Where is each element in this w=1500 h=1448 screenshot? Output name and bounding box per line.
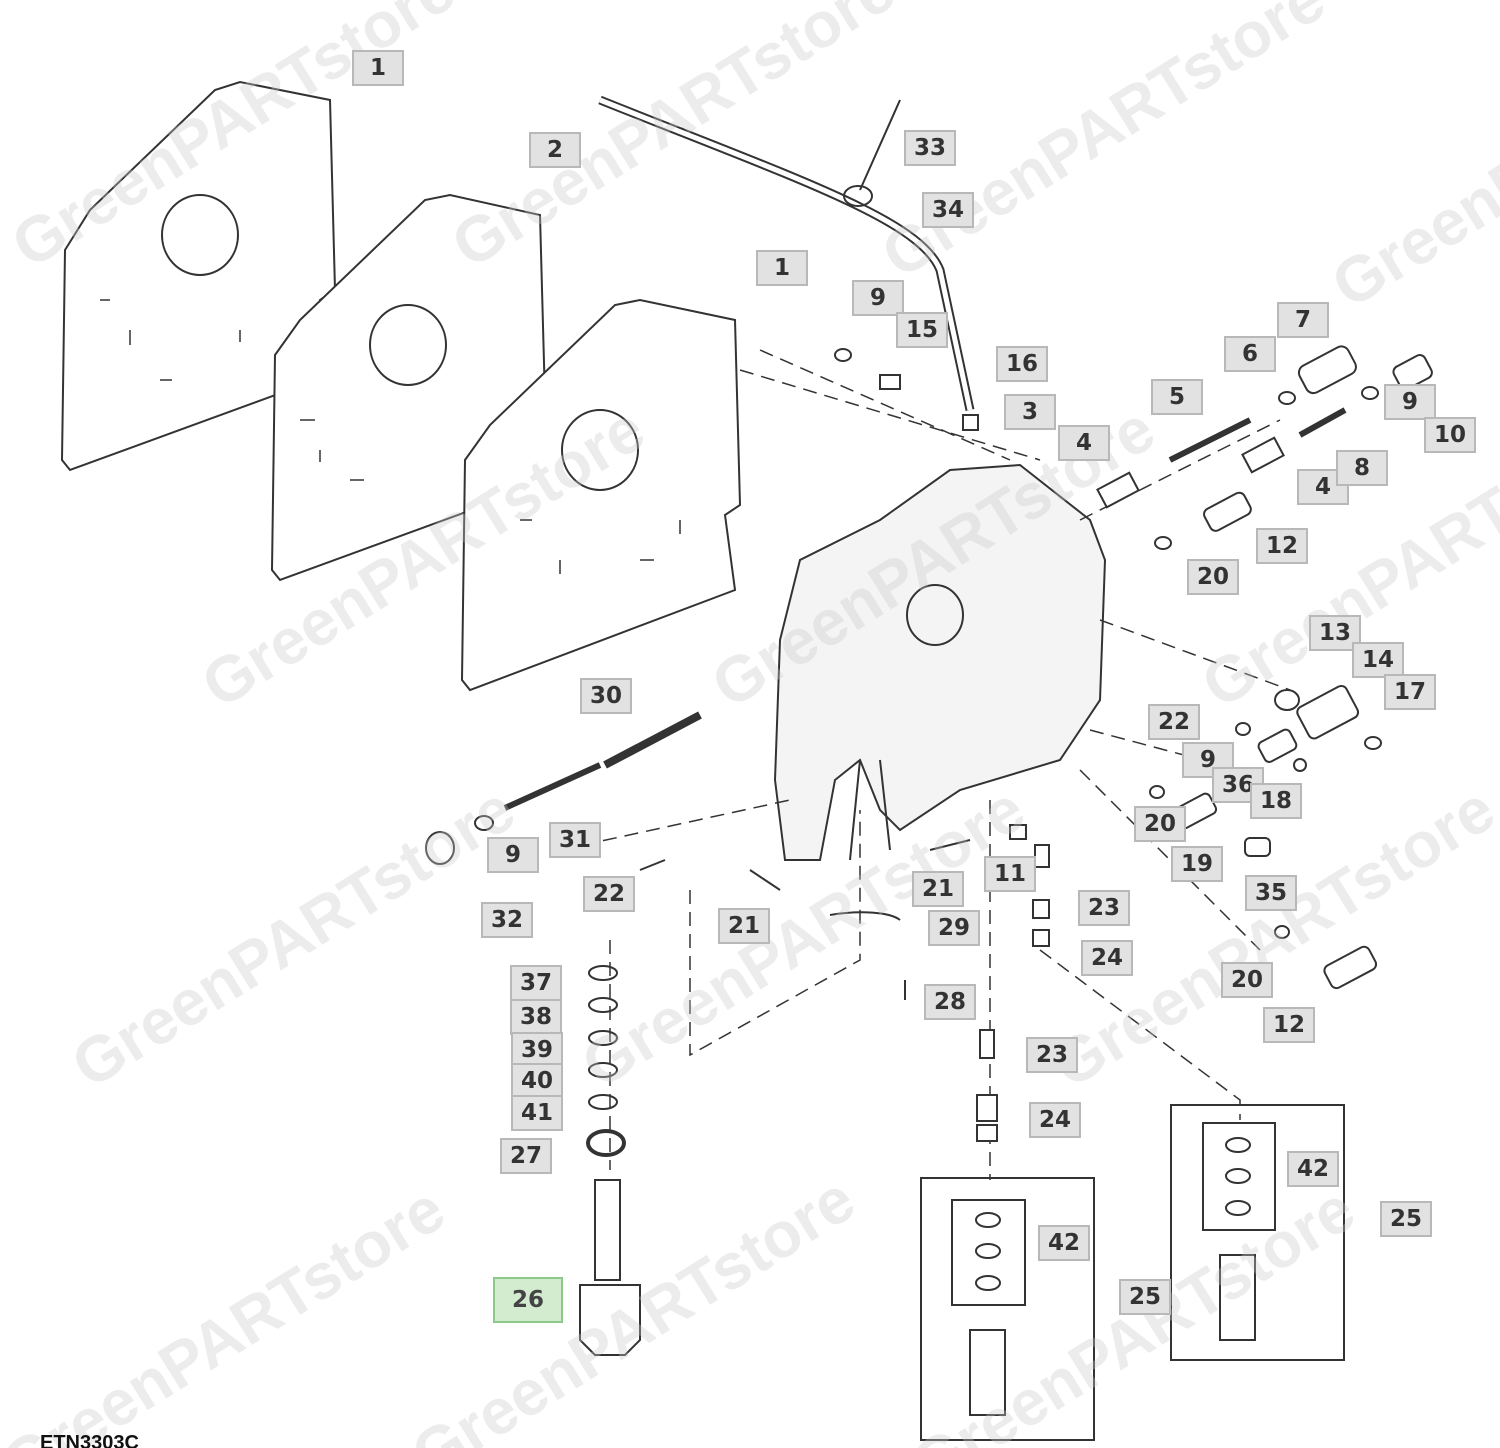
callout-label[interactable]: 37 — [510, 965, 562, 1001]
callout-label[interactable]: 22 — [583, 876, 635, 912]
callout-label[interactable]: 14 — [1352, 642, 1404, 678]
callout-label[interactable]: 28 — [924, 984, 976, 1020]
callout-label[interactable]: 20 — [1187, 559, 1239, 595]
callout-label[interactable]: 24 — [1081, 940, 1133, 976]
callout-label[interactable]: 41 — [511, 1095, 563, 1131]
callout-label[interactable]: 42 — [1038, 1225, 1090, 1261]
callout-label[interactable]: 20 — [1134, 806, 1186, 842]
callout-label[interactable]: 10 — [1424, 417, 1476, 453]
callout-label[interactable]: 42 — [1287, 1151, 1339, 1187]
callout-label[interactable]: 17 — [1384, 674, 1436, 710]
callout-label[interactable]: 30 — [580, 678, 632, 714]
callout-label[interactable]: 1 — [756, 250, 808, 286]
callout-label[interactable]: 33 — [904, 130, 956, 166]
callout-label[interactable]: 38 — [510, 999, 562, 1035]
callout-label[interactable]: 12 — [1256, 528, 1308, 564]
callout-label[interactable]: 8 — [1336, 450, 1388, 486]
callout-label[interactable]: 11 — [984, 856, 1036, 892]
o-rings — [474, 348, 1382, 1157]
spring-8 — [1298, 407, 1347, 438]
solenoid-26 — [579, 1284, 641, 1356]
kit-box-25-right — [1170, 1104, 1345, 1361]
callout-label[interactable]: 9 — [1384, 384, 1436, 420]
callout-label[interactable]: 23 — [1026, 1037, 1078, 1073]
figure-code: ETN3303C — [40, 1432, 139, 1448]
spring-5 — [1168, 417, 1252, 463]
callout-label[interactable]: 9 — [852, 280, 904, 316]
callout-label[interactable]: 25 — [1119, 1279, 1171, 1315]
callout-label[interactable]: 39 — [511, 1032, 563, 1068]
callout-label[interactable]: 34 — [922, 192, 974, 228]
callout-label-selected[interactable]: 26 — [493, 1277, 563, 1323]
callout-label[interactable]: 31 — [549, 822, 601, 858]
valve-housing — [773, 463, 1107, 861]
callout-label[interactable]: 32 — [481, 902, 533, 938]
separator-plate-3 — [460, 298, 742, 692]
piston-4 — [1096, 471, 1140, 509]
callout-label[interactable]: 4 — [1297, 469, 1349, 505]
callout-label[interactable]: 21 — [718, 908, 770, 944]
callout-label[interactable]: 21 — [912, 871, 964, 907]
spring-31 — [503, 762, 602, 811]
callout-label[interactable]: 9 — [487, 837, 539, 873]
callout-label[interactable]: 16 — [996, 346, 1048, 382]
valve-30 — [603, 711, 702, 769]
callout-label[interactable]: 1 — [352, 50, 404, 86]
callout-label[interactable]: 15 — [896, 312, 948, 348]
callout-label[interactable]: 5 — [1151, 379, 1203, 415]
callout-label[interactable]: 19 — [1171, 846, 1223, 882]
callout-label[interactable]: 12 — [1263, 1007, 1315, 1043]
callout-label[interactable]: 6 — [1224, 336, 1276, 372]
callout-label[interactable]: 35 — [1245, 875, 1297, 911]
callout-label[interactable]: 7 — [1277, 302, 1329, 338]
callout-label[interactable]: 3 — [1004, 394, 1056, 430]
callout-label[interactable]: 23 — [1078, 890, 1130, 926]
callout-label[interactable]: 24 — [1029, 1102, 1081, 1138]
callout-label[interactable]: 25 — [1380, 1201, 1432, 1237]
callout-label[interactable]: 27 — [500, 1138, 552, 1174]
callout-label[interactable]: 22 — [1148, 704, 1200, 740]
callout-label[interactable]: 40 — [511, 1063, 563, 1099]
callout-label[interactable]: 2 — [529, 132, 581, 168]
kit-box-25-left — [920, 1177, 1095, 1441]
callout-label[interactable]: 20 — [1221, 962, 1273, 998]
plug-32 — [425, 831, 455, 865]
callout-label[interactable]: 18 — [1250, 783, 1302, 819]
callout-label[interactable]: 4 — [1058, 425, 1110, 461]
callout-label[interactable]: 29 — [928, 910, 980, 946]
